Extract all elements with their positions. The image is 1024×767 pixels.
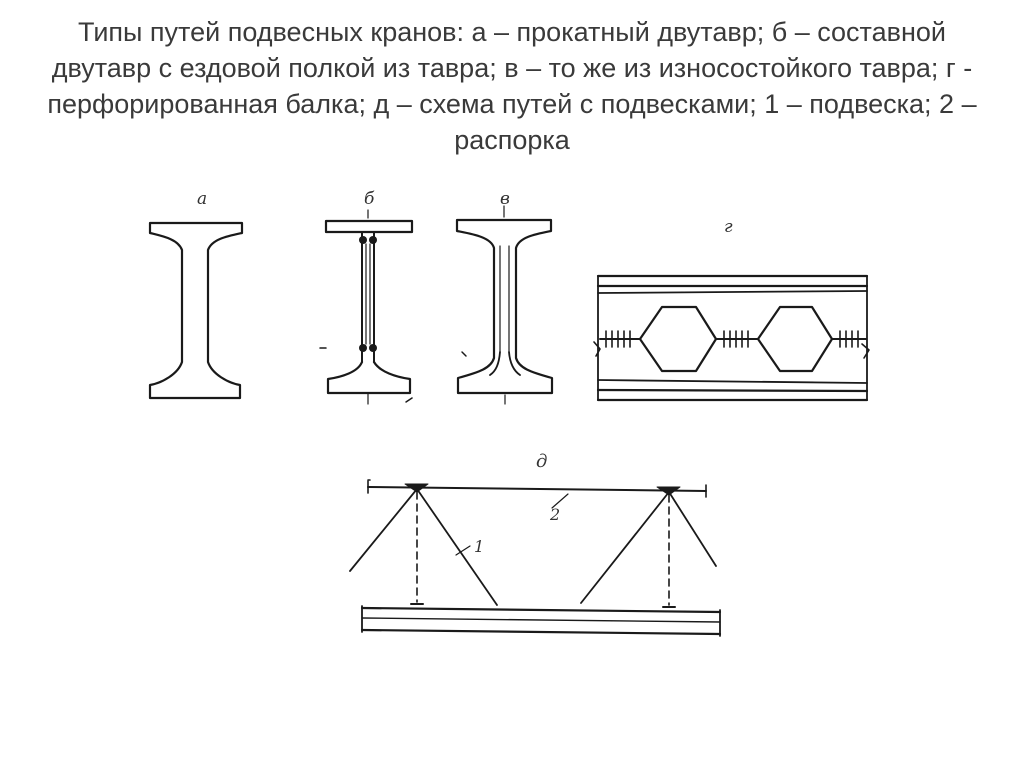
label-d: д (536, 451, 547, 472)
slide-title: Типы путей подвесных кранов: а – прокатн… (47, 17, 977, 155)
label-g: г (724, 217, 733, 237)
rolled-i-beam-drawing: а (148, 189, 244, 400)
perforated-beam-drawing: г (593, 217, 870, 402)
wear-resistant-t-beam-drawing: в (455, 189, 554, 405)
label-b: б (364, 189, 375, 209)
suspended-track-scheme-drawing: д 2 1 (349, 451, 722, 637)
callout-hanger-1: 1 (474, 537, 484, 556)
built-up-i-beam-drawing: б (319, 189, 414, 405)
label-a: а (197, 189, 207, 209)
label-v: в (500, 189, 510, 209)
callout-strut-2: 2 (549, 505, 560, 524)
